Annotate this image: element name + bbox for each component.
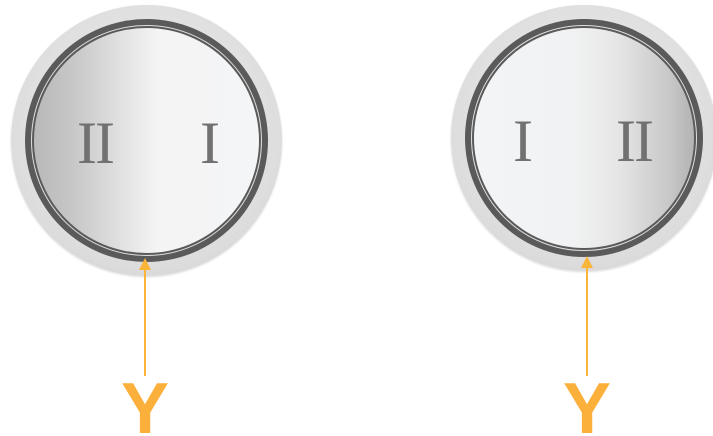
left-arrow-head <box>139 258 151 270</box>
right-y-label: Y <box>563 369 611 436</box>
left-y-label: Y <box>121 369 169 436</box>
right-arrow-head <box>581 256 593 268</box>
